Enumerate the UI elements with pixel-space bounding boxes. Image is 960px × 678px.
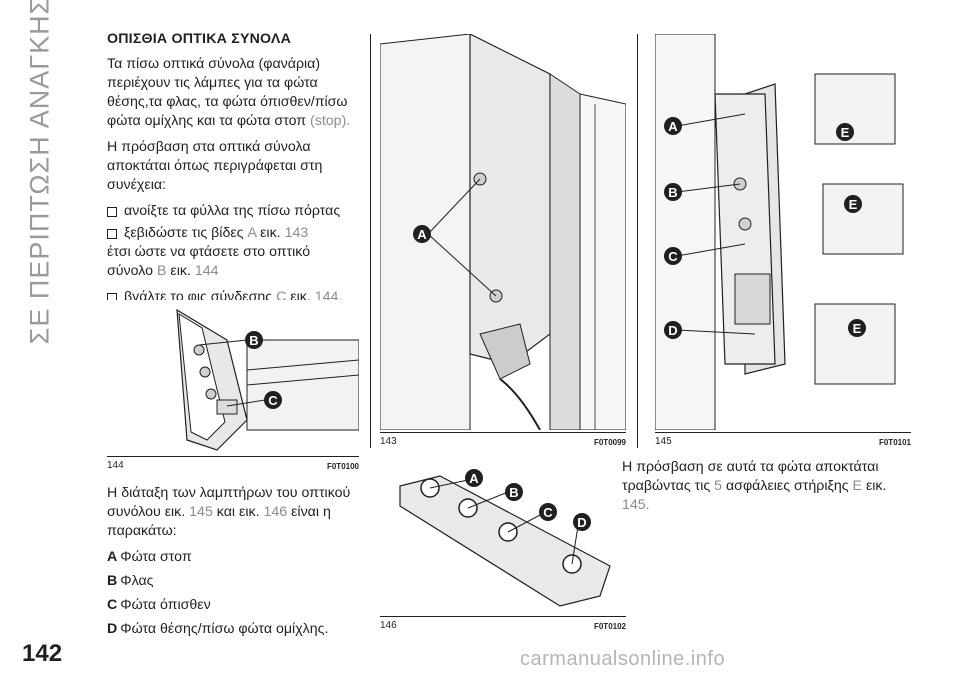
callout-c: C bbox=[664, 247, 682, 265]
figure-143-caption: 143 F0T0099 bbox=[380, 432, 626, 448]
chapter-side-label: ΣΕ ΠΕΡΙΠΤΩΣΗ ΑΝΑΓΚΗΣ bbox=[20, 0, 60, 344]
svg-text:E: E bbox=[853, 321, 862, 336]
callout-a: A bbox=[413, 225, 431, 243]
column-1-text: ΟΠΙΣΘΙΑ ΟΠΤΙΚΑ ΣΥΝΟΛΑ Τα πίσω οπτικά σύν… bbox=[107, 30, 359, 310]
callout-c: C bbox=[539, 503, 557, 521]
svg-text:C: C bbox=[268, 393, 278, 408]
step-unscrew: ξεβιδώστε τις βίδες A εικ. 143 bbox=[107, 224, 359, 243]
figure-143: A 143 F0T0099 bbox=[380, 34, 626, 448]
callout-d: D bbox=[664, 321, 682, 339]
figure-146-illustration: A B C D bbox=[380, 456, 626, 616]
section-heading: ΟΠΙΣΘΙΑ ΟΠΤΙΚΑ ΣΥΝΟΛΑ bbox=[107, 31, 292, 47]
figure-145: A B C D E E E 145 F0T0101 bbox=[655, 34, 911, 448]
checkbox-icon bbox=[107, 229, 117, 239]
figure-143-illustration: A bbox=[380, 34, 626, 430]
svg-text:C: C bbox=[543, 505, 553, 520]
svg-text:B: B bbox=[509, 485, 518, 500]
svg-text:A: A bbox=[417, 227, 427, 242]
callout-c: C bbox=[264, 391, 282, 409]
figure-144-illustration: B C bbox=[107, 300, 359, 456]
step-unscrew-continued: έτσι ώστε να φτάσετε στο οπτικό σύνολο B… bbox=[107, 244, 311, 279]
svg-text:E: E bbox=[849, 197, 858, 212]
callout-e-bottom: E bbox=[848, 319, 866, 337]
svg-text:B: B bbox=[668, 185, 677, 200]
svg-text:A: A bbox=[668, 119, 678, 134]
checkbox-icon bbox=[107, 207, 117, 217]
column-1-lower-text: Η διάταξη των λαμπτήρων του οπτικού συνό… bbox=[107, 484, 359, 644]
figure-145-caption: 145 F0T0101 bbox=[655, 432, 911, 448]
callout-e-top: E bbox=[836, 123, 854, 141]
callout-b: B bbox=[664, 183, 682, 201]
watermark: carmanualsonline.info bbox=[520, 648, 726, 670]
svg-text:A: A bbox=[469, 471, 479, 486]
figure-146: A B C D 146 F0T0102 bbox=[380, 456, 626, 632]
layout-paragraph: Η διάταξη των λαμπτήρων του οπτικού συνό… bbox=[107, 485, 351, 539]
svg-text:D: D bbox=[668, 323, 677, 338]
chapter-title: ΣΕ ΠΕΡΙΠΤΩΣΗ ΑΝΑΓΚΗΣ bbox=[24, 0, 55, 344]
column-rule-left bbox=[370, 34, 371, 448]
page-number: 142 bbox=[22, 640, 63, 667]
access-paragraph: Η πρόσβαση στα οπτικά σύνολα αποκτάται ό… bbox=[107, 139, 323, 193]
intro-paragraph: Τα πίσω οπτικά σύνολα (φανάρια) περιέχου… bbox=[107, 56, 351, 129]
svg-text:D: D bbox=[577, 515, 586, 530]
column-3-text: Η πρόσβαση σε αυτά τα φώτα αποκτάται τρα… bbox=[622, 459, 887, 513]
callout-a: A bbox=[465, 469, 483, 487]
svg-text:E: E bbox=[841, 125, 850, 140]
figure-144-caption: 144 F0T0100 bbox=[107, 456, 359, 472]
step-open-door: ανοίξτε τα φύλλα της πίσω πόρτας bbox=[107, 202, 359, 221]
figure-146-caption: 146 F0T0102 bbox=[380, 616, 626, 632]
callout-b: B bbox=[245, 331, 263, 349]
column-rule-mid bbox=[637, 34, 638, 448]
svg-text:C: C bbox=[668, 249, 678, 264]
figure-144: B C 144 F0T0100 bbox=[107, 300, 359, 472]
svg-text:B: B bbox=[249, 333, 258, 348]
figure-145-illustration: A B C D E E E bbox=[655, 34, 911, 430]
callout-e-middle: E bbox=[844, 195, 862, 213]
callout-b: B bbox=[505, 483, 523, 501]
callout-a: A bbox=[664, 117, 682, 135]
callout-d: D bbox=[573, 513, 591, 531]
